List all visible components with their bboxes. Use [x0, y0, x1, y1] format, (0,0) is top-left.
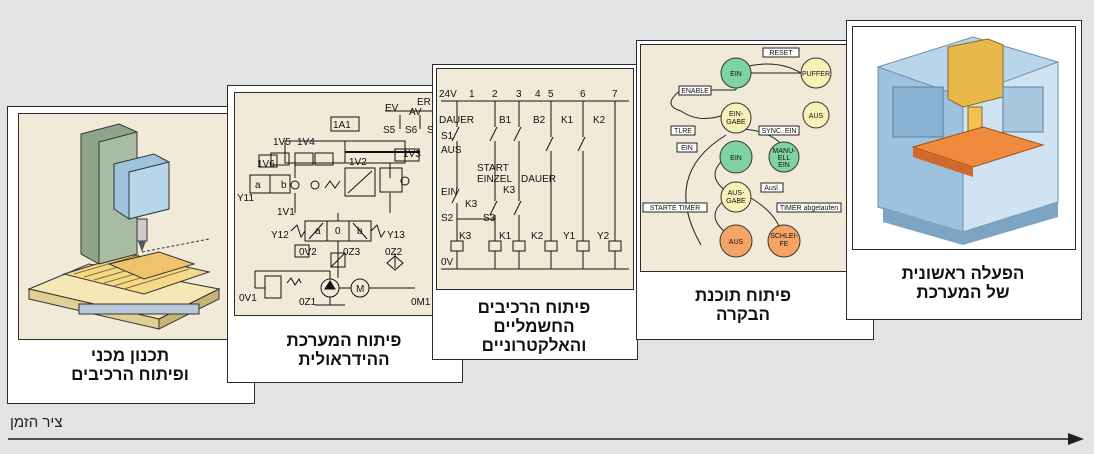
machine-center-illustration [877, 36, 1059, 245]
hyd-label-1V4: 1V4 [297, 137, 315, 148]
hyd-label-Y11: Y11 [237, 193, 254, 204]
hyd-label-0: 0 [335, 226, 341, 237]
stage-2-schematic-panel: 1A1 1V5 1V4 1V6 1V2 1V3 Y11 a b 1V1 Y12 … [234, 92, 456, 316]
hyd-label-0Z3: 0Z3 [343, 247, 361, 258]
el-label-k3c: K3 [459, 231, 472, 242]
hyd-label-0M1: 0M1 [411, 297, 431, 308]
hyd-label-Y12: Y12 [271, 230, 289, 241]
el-label-7: 7 [612, 89, 618, 100]
sc-label-puffer: PUFFER [802, 71, 830, 78]
el-label-s1: S1 [441, 131, 454, 142]
sc-label-ein2: EIN [681, 145, 693, 152]
el-label-5: 5 [548, 89, 554, 100]
hyd-label-0V1: 0V1 [239, 293, 257, 304]
stage-5-caption: הפעלה ראשונית של המערכת [901, 264, 1025, 302]
el-label-3: 3 [516, 89, 522, 100]
stage-5-illustration-panel [852, 26, 1076, 250]
sc-label-ein3: EIN [730, 155, 742, 162]
sc-label-ausgabe2: GABE [726, 198, 746, 205]
el-label-0v: 0V [441, 257, 454, 268]
el-label-einzel: EINZEL [477, 174, 512, 185]
hyd-label-1V2: 1V2 [349, 157, 367, 168]
stage-1-caption: תכנון מכני ופיתוח הרכיבים [71, 346, 189, 384]
stage-3-caption: פיתוח הרכיבים החשמליים והאלקטרוניים [477, 298, 591, 355]
hyd-label-AV: AV [409, 107, 422, 118]
hydraulic-schematic: 1A1 1V5 1V4 1V6 1V2 1V3 Y11 a b 1V1 Y12 … [237, 97, 440, 308]
hyd-label-1A1: 1A1 [333, 120, 351, 131]
el-label-dauer2: DAUER [521, 174, 556, 185]
sc-label-eingabe2: GABE [726, 119, 746, 126]
sc-label-sync: SYNC. EIN [761, 128, 796, 135]
sc-label-schlei1: SCHLEI- [770, 233, 798, 240]
el-label-k1b: K1 [499, 231, 512, 242]
hyd-label-1V1: 1V1 [277, 207, 295, 218]
el-label-b2: B2 [533, 115, 546, 126]
sc-label-ausgabe1: AUS- [728, 190, 745, 197]
el-label-k2a: K2 [593, 115, 606, 126]
el-label-y2: Y2 [597, 231, 610, 242]
hyd-label-0V2: 0V2 [299, 247, 317, 258]
el-label-aus: AUS [441, 145, 462, 156]
el-label-s3: S3 [483, 213, 496, 224]
hyd-label-1V6: 1V6 [257, 159, 275, 170]
control-statechart: RESET PUFFER EIN ENABLE EIN- GABE AUS SY… [642, 47, 842, 258]
sc-label-starttimer: STARTE TIMER [650, 205, 701, 212]
hyd-label-0Z2: 0Z2 [385, 247, 403, 258]
hyd-label-S6: S6 [405, 125, 418, 136]
stage-3-schematic-panel: 24V 1 2 3 4 5 6 7 DAUER B1 B2 K1 K2 S1 A… [436, 68, 634, 290]
sc-label-reset: RESET [769, 50, 793, 57]
time-axis-label: ציר הזמן [10, 414, 63, 431]
el-label-k3b: K3 [503, 185, 516, 196]
stage-2-caption: פיתוח המערכת ההידראולית [286, 331, 402, 369]
sc-label-enable: ENABLE [681, 88, 709, 95]
sc-label-aus1: AUS [809, 113, 824, 120]
stage-4-caption: פיתוח תוכנת הבקרה [694, 286, 792, 324]
hyd-label-a2: a [315, 226, 321, 237]
hyd-label-M: M [356, 284, 364, 295]
stage-1-illustration-panel [18, 113, 246, 340]
electrical-schematic: 24V 1 2 3 4 5 6 7 DAUER B1 B2 K1 K2 S1 A… [439, 89, 629, 270]
hyd-label-0Z1: 0Z1 [299, 297, 317, 308]
el-label-s2: S2 [441, 213, 454, 224]
el-label-b1: B1 [499, 115, 512, 126]
el-label-2: 2 [492, 89, 498, 100]
el-label-dauer: DAUER [439, 115, 474, 126]
el-label-24v: 24V [439, 89, 457, 100]
el-label-start: START [477, 163, 509, 174]
hyd-label-Y13: Y13 [387, 230, 405, 241]
el-label-k2b: K2 [531, 231, 544, 242]
sc-label-manu2: ELL [778, 155, 791, 162]
sc-label-manu1: MANU- [773, 148, 797, 155]
sc-label-ausl: Ausl. [764, 185, 780, 192]
sc-label-ein1: EIN [730, 71, 742, 78]
milling-machine-illustration [27, 123, 221, 330]
hyd-label-1V3: 1V3 [403, 149, 421, 160]
hyd-label-S5: S5 [383, 125, 396, 136]
el-label-6: 6 [580, 89, 586, 100]
sc-label-eingabe1: EIN- [729, 111, 744, 118]
el-label-k3a: K3 [465, 199, 478, 210]
hyd-label-a: a [255, 180, 261, 191]
sc-label-timer: TIMER abgelaufen [780, 205, 838, 212]
el-label-k1a: K1 [561, 115, 574, 126]
stage-4-statechart-panel: RESET PUFFER EIN ENABLE EIN- GABE AUS SY… [640, 44, 848, 272]
hyd-label-b: b [281, 180, 287, 191]
el-label-1: 1 [469, 89, 475, 100]
hyd-label-b2: b [357, 226, 363, 237]
el-label-4: 4 [535, 89, 541, 100]
sc-label-schlei2: FE [780, 241, 789, 248]
time-axis-arrow [8, 433, 1084, 445]
sc-label-aus2: AUS [729, 239, 744, 246]
sc-label-manu3: EIN [778, 162, 790, 169]
sc-label-tlre: TLRE [674, 128, 692, 135]
el-label-y1: Y1 [563, 231, 576, 242]
hyd-label-ER: ER [417, 97, 431, 108]
hyd-label-EV: EV [385, 103, 399, 114]
el-label-ein: EIN [441, 187, 458, 198]
hyd-label-1V5: 1V5 [273, 137, 291, 148]
